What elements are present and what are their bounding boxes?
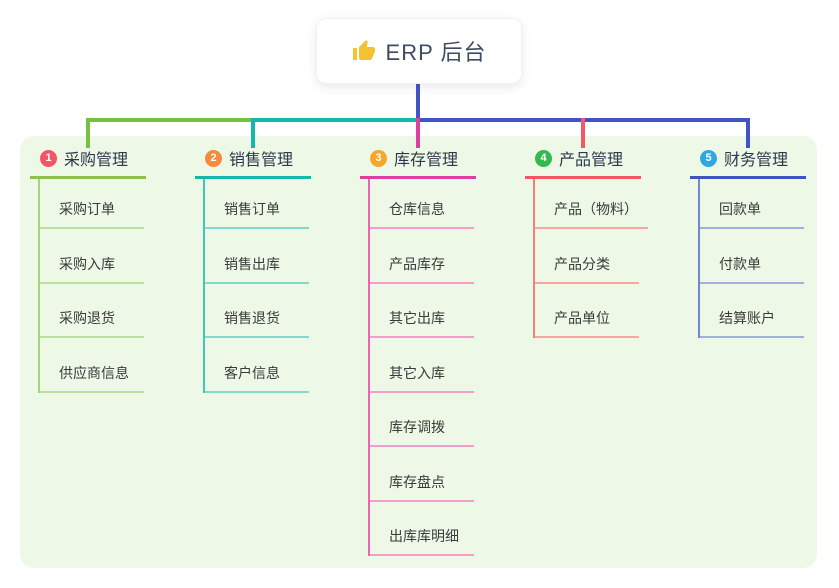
- branch-title-finance: 财务管理: [724, 152, 789, 169]
- child-node[interactable]: 销售订单: [205, 179, 309, 229]
- child-node[interactable]: 库存调拨: [370, 393, 474, 447]
- branch-badge-2: 2: [205, 149, 222, 167]
- child-node[interactable]: 产品库存: [370, 229, 474, 284]
- branch-sales: 2 销售管理 销售订单 销售出库 销售退货 客户信息: [195, 146, 311, 393]
- mindmap-panel: [20, 136, 817, 568]
- child-node[interactable]: 产品分类: [535, 229, 639, 284]
- child-node[interactable]: 仓库信息: [370, 179, 474, 229]
- branch-children-purchase: 采购订单 采购入库 采购退货 供应商信息: [38, 179, 146, 393]
- branch-drop-line-4: [581, 118, 585, 148]
- child-node[interactable]: 其它出库: [370, 284, 474, 338]
- root-node-erp[interactable]: ERP 后台: [316, 18, 522, 84]
- child-node[interactable]: 供应商信息: [40, 338, 144, 393]
- child-node[interactable]: 产品单位: [535, 284, 639, 338]
- branch-node-sales[interactable]: 2 销售管理: [195, 146, 311, 179]
- child-node[interactable]: 库存盘点: [370, 447, 474, 502]
- child-node[interactable]: 产品（物料）: [535, 179, 648, 229]
- child-node[interactable]: 回款单: [700, 179, 804, 229]
- branch-node-product[interactable]: 4 产品管理: [525, 146, 641, 179]
- child-node[interactable]: 销售出库: [205, 229, 309, 284]
- thumbs-up-icon: [352, 39, 376, 63]
- branch-inventory: 3 库存管理 仓库信息 产品库存 其它出库 其它入库 库存调拨 库存盘点 出库库…: [360, 146, 476, 556]
- child-node[interactable]: 采购入库: [40, 229, 144, 284]
- branch-purchase: 1 采购管理 采购订单 采购入库 采购退货 供应商信息: [30, 146, 146, 393]
- branch-drop-line-5: [746, 118, 750, 148]
- branch-title-sales: 销售管理: [229, 152, 294, 169]
- branch-finance: 5 财务管理 回款单 付款单 结算账户: [690, 146, 806, 338]
- bus-line-left: [86, 118, 255, 122]
- branch-product: 4 产品管理 产品（物料） 产品分类 产品单位: [525, 146, 648, 338]
- branch-badge-4: 4: [535, 149, 552, 167]
- branch-node-inventory[interactable]: 3 库存管理: [360, 146, 476, 179]
- branch-badge-3: 3: [370, 149, 387, 167]
- branch-drop-line-2: [251, 118, 255, 148]
- branch-badge-1: 1: [40, 149, 57, 167]
- child-node[interactable]: 结算账户: [700, 284, 804, 338]
- branch-title-purchase: 采购管理: [64, 152, 129, 169]
- child-node[interactable]: 采购退货: [40, 284, 144, 338]
- root-connector-line: [416, 83, 420, 120]
- branch-node-finance[interactable]: 5 财务管理: [690, 146, 806, 179]
- branch-node-purchase[interactable]: 1 采购管理: [30, 146, 146, 179]
- branch-drop-line-3: [416, 118, 420, 148]
- branch-drop-line-1: [86, 118, 90, 148]
- child-node[interactable]: 出库库明细: [370, 502, 474, 556]
- branch-badge-5: 5: [700, 149, 717, 167]
- branch-children-inventory: 仓库信息 产品库存 其它出库 其它入库 库存调拨 库存盘点 出库库明细: [368, 179, 476, 556]
- branch-children-product: 产品（物料） 产品分类 产品单位: [533, 179, 648, 338]
- child-node[interactable]: 销售退货: [205, 284, 309, 338]
- bus-line-mid: [253, 118, 419, 122]
- branch-children-sales: 销售订单 销售出库 销售退货 客户信息: [203, 179, 311, 393]
- branch-children-finance: 回款单 付款单 结算账户: [698, 179, 806, 338]
- root-node-title: ERP 后台: [385, 40, 487, 65]
- child-node[interactable]: 付款单: [700, 229, 804, 284]
- child-node[interactable]: 采购订单: [40, 179, 144, 229]
- branch-title-inventory: 库存管理: [394, 152, 459, 169]
- child-node[interactable]: 客户信息: [205, 338, 309, 393]
- branch-title-product: 产品管理: [559, 152, 624, 169]
- child-node[interactable]: 其它入库: [370, 338, 474, 393]
